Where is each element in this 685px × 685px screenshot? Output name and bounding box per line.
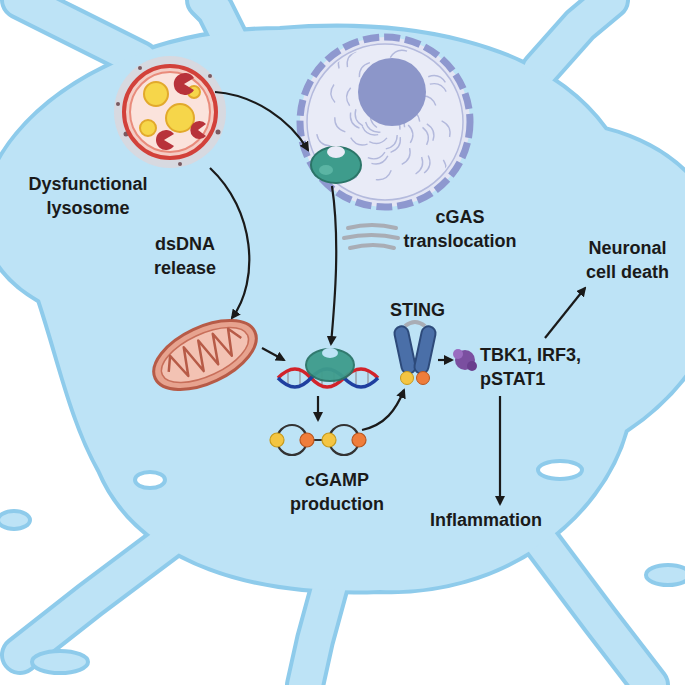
chromatin-strand [368, 152, 385, 159]
chromatin-strand [408, 125, 413, 143]
sting-dimer [393, 322, 437, 385]
callout-label: dsDNA release [130, 232, 240, 280]
chromatin-strand [335, 117, 346, 132]
callout-label: cGAS translocation [395, 205, 525, 253]
chromatin-strand [347, 51, 356, 67]
chromatin-strand [351, 138, 368, 145]
chromatin-strand [391, 137, 401, 152]
cgas-nuclear [311, 146, 361, 183]
chromatin-strand [386, 135, 397, 149]
callout-label: Neuronal cell death [575, 236, 680, 284]
callout-label: cGAMP production [262, 468, 412, 516]
arrow [362, 390, 404, 430]
chromatin-strand [362, 126, 378, 135]
chromatin-strand [338, 52, 346, 69]
cgas-bound [306, 348, 354, 381]
arrows [210, 92, 585, 504]
chromatin-strand [423, 127, 429, 145]
chromatin-strand [369, 138, 387, 144]
chromatin-strand [331, 85, 335, 103]
arrow [545, 288, 585, 338]
chromatin-strand [430, 84, 446, 92]
tbk1-complex [453, 349, 477, 371]
chromatin-strand [442, 121, 450, 137]
arrow [499, 396, 501, 504]
arrow [215, 92, 308, 150]
chromatin-strand [350, 112, 359, 128]
dsdna-helix [278, 348, 378, 387]
chromatin-strand [317, 134, 331, 146]
endoplasmic-reticulum [344, 225, 398, 248]
chromatin-strand [416, 157, 423, 174]
lysosome [114, 56, 226, 168]
callout-label: Inflammation [430, 508, 542, 532]
chromatin-strand [371, 156, 387, 164]
chromatin-strand [441, 160, 446, 178]
callout-label: Dysfunctional lysosome [8, 172, 168, 220]
arrow [331, 186, 336, 344]
arrow [210, 168, 249, 318]
mitochondrion [143, 306, 266, 403]
chromatin-strand [355, 109, 363, 126]
chromatin-strand [347, 88, 351, 106]
chromatin-strand [402, 148, 410, 164]
chromatin-strand [428, 76, 445, 83]
arrow [317, 396, 319, 420]
chromatin-strand [376, 170, 391, 179]
arrow [262, 348, 284, 360]
callout-label: STING [390, 298, 445, 322]
chromatin-strand [390, 50, 407, 57]
arrow [438, 359, 452, 361]
chromatin-strand [427, 124, 434, 141]
callout-label: TBK1, IRF3, pSTAT1 [480, 343, 630, 391]
cgamp-molecules [270, 425, 366, 455]
nucleus [300, 37, 470, 207]
nucleolus [358, 58, 426, 126]
chromatin-strand [424, 155, 430, 173]
